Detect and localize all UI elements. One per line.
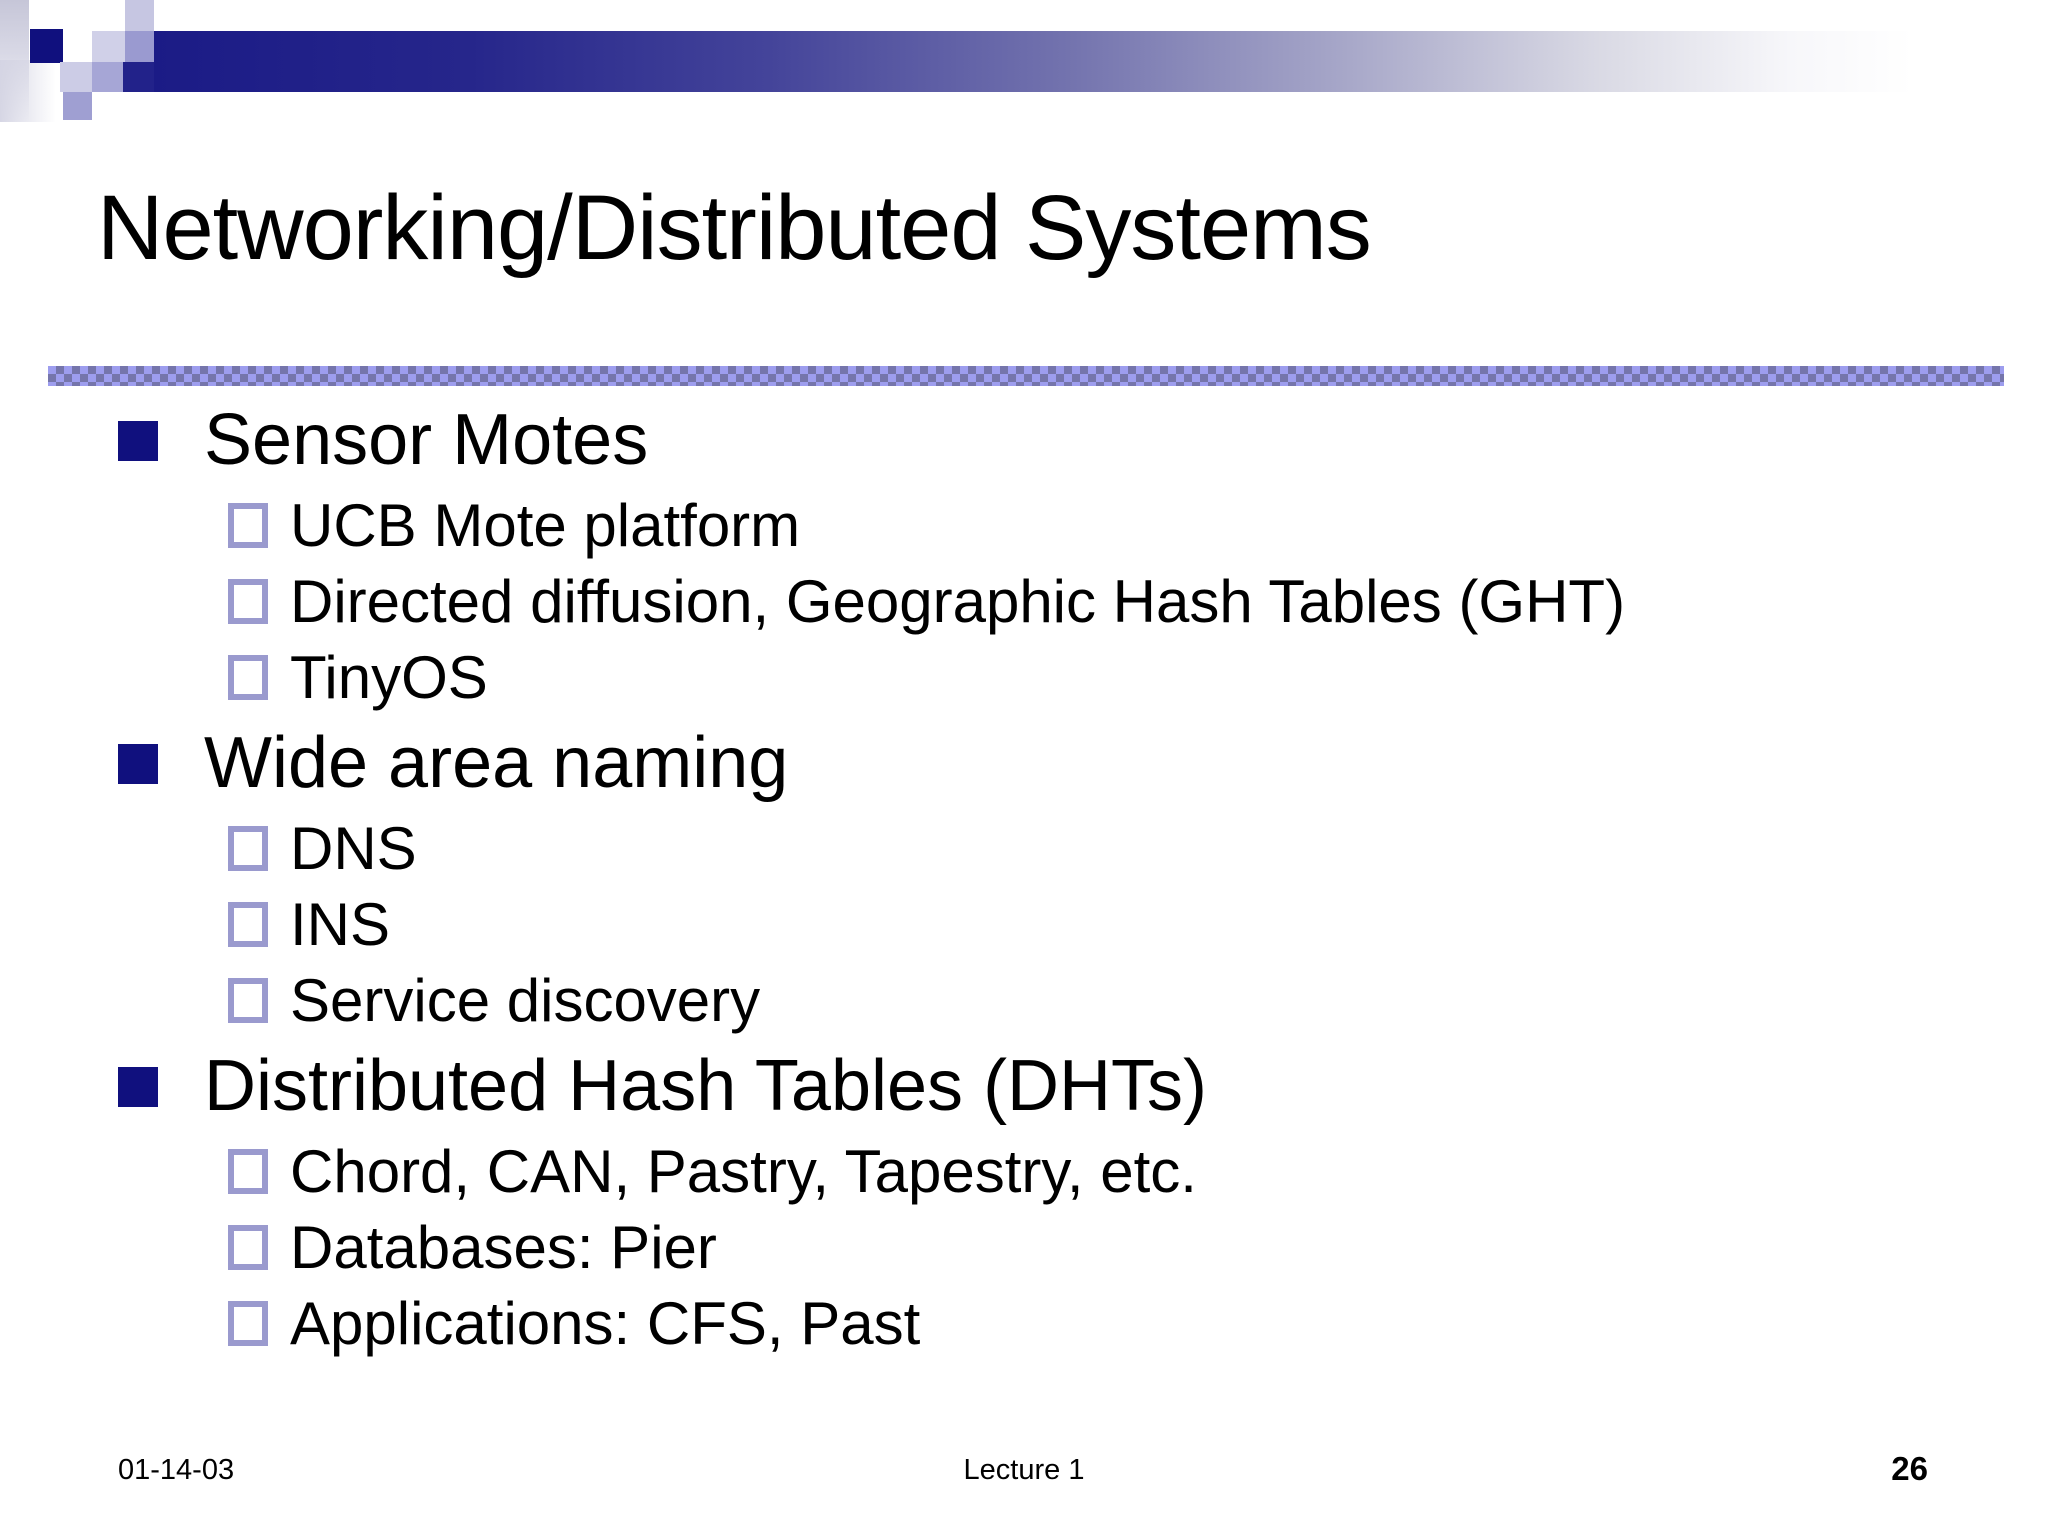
filled-square-bullet-icon — [118, 1066, 158, 1107]
bullet-text: TinyOS — [290, 643, 488, 711]
bullet-text: Directed diffusion, Geographic Hash Tabl… — [290, 567, 1626, 635]
filled-square-bullet-icon — [118, 743, 158, 784]
hollow-square-bullet-icon — [228, 825, 268, 871]
bullet-item-level1: Wide area naming — [0, 715, 2048, 810]
deco-square-medium3-icon — [63, 92, 92, 120]
bullet-text: DNS — [290, 814, 417, 882]
hollow-square-bullet-icon — [228, 901, 268, 947]
deco-square-medium-icon — [125, 31, 154, 62]
bullet-item-level2: Chord, CAN, Pastry, Tapestry, etc. — [0, 1133, 2048, 1209]
bullet-heading: Distributed Hash Tables (DHTs) — [204, 1045, 1208, 1126]
slide-title: Networking/Distributed Systems — [97, 177, 1372, 279]
hollow-square-bullet-icon — [228, 654, 268, 700]
hollow-square-bullet-icon — [228, 1224, 268, 1270]
deco-square-navy-icon — [30, 29, 63, 63]
top-gradient-bar-notch — [122, 61, 154, 92]
bullet-item-level2: TinyOS — [0, 639, 2048, 715]
bullet-text: Applications: CFS, Past — [290, 1289, 921, 1357]
bullet-item-level2: INS — [0, 886, 2048, 962]
bullet-item-level2: Directed diffusion, Geographic Hash Tabl… — [0, 563, 2048, 639]
footer-date: 01-14-03 — [118, 1454, 235, 1486]
deco-square-light-icon — [92, 31, 125, 62]
bullet-item-level2: DNS — [0, 810, 2048, 886]
hollow-square-bullet-icon — [228, 502, 268, 548]
bullet-text: Databases: Pier — [290, 1213, 717, 1281]
hollow-square-bullet-icon — [228, 578, 268, 624]
bullet-item-level2: Databases: Pier — [0, 1209, 2048, 1285]
bullet-text: Service discovery — [290, 966, 761, 1034]
bullet-text: Chord, CAN, Pastry, Tapestry, etc. — [290, 1137, 1197, 1205]
bullet-heading: Wide area naming — [204, 722, 789, 803]
hollow-square-bullet-icon — [228, 1300, 268, 1346]
bullet-text: UCB Mote platform — [290, 491, 801, 559]
deco-square-light2-icon — [60, 62, 92, 92]
checkered-divider — [48, 366, 2004, 386]
bullet-item-level1: Sensor Motes — [0, 392, 2048, 487]
footer-lecture-label: Lecture 1 — [963, 1454, 1085, 1486]
footer-page-number: 26 — [1891, 1450, 1928, 1487]
left-gradient-strip-lower — [0, 60, 56, 122]
bullet-item-level2: Service discovery — [0, 962, 2048, 1038]
bullet-item-level1: Distributed Hash Tables (DHTs) — [0, 1038, 2048, 1133]
deco-square-medium2-icon — [92, 62, 123, 92]
hollow-square-bullet-icon — [228, 1148, 268, 1194]
top-gradient-bar — [153, 31, 1913, 92]
slide-body: Sensor Motes UCB Mote platform Directed … — [0, 392, 2048, 1361]
filled-square-bullet-icon — [118, 420, 158, 461]
bullet-item-level2: UCB Mote platform — [0, 487, 2048, 563]
bullet-text: INS — [290, 890, 391, 958]
bullet-heading: Sensor Motes — [204, 399, 649, 480]
hollow-square-bullet-icon — [228, 977, 268, 1023]
bullet-item-level2: Applications: CFS, Past — [0, 1285, 2048, 1361]
deco-square-light-top-icon — [125, 0, 154, 31]
